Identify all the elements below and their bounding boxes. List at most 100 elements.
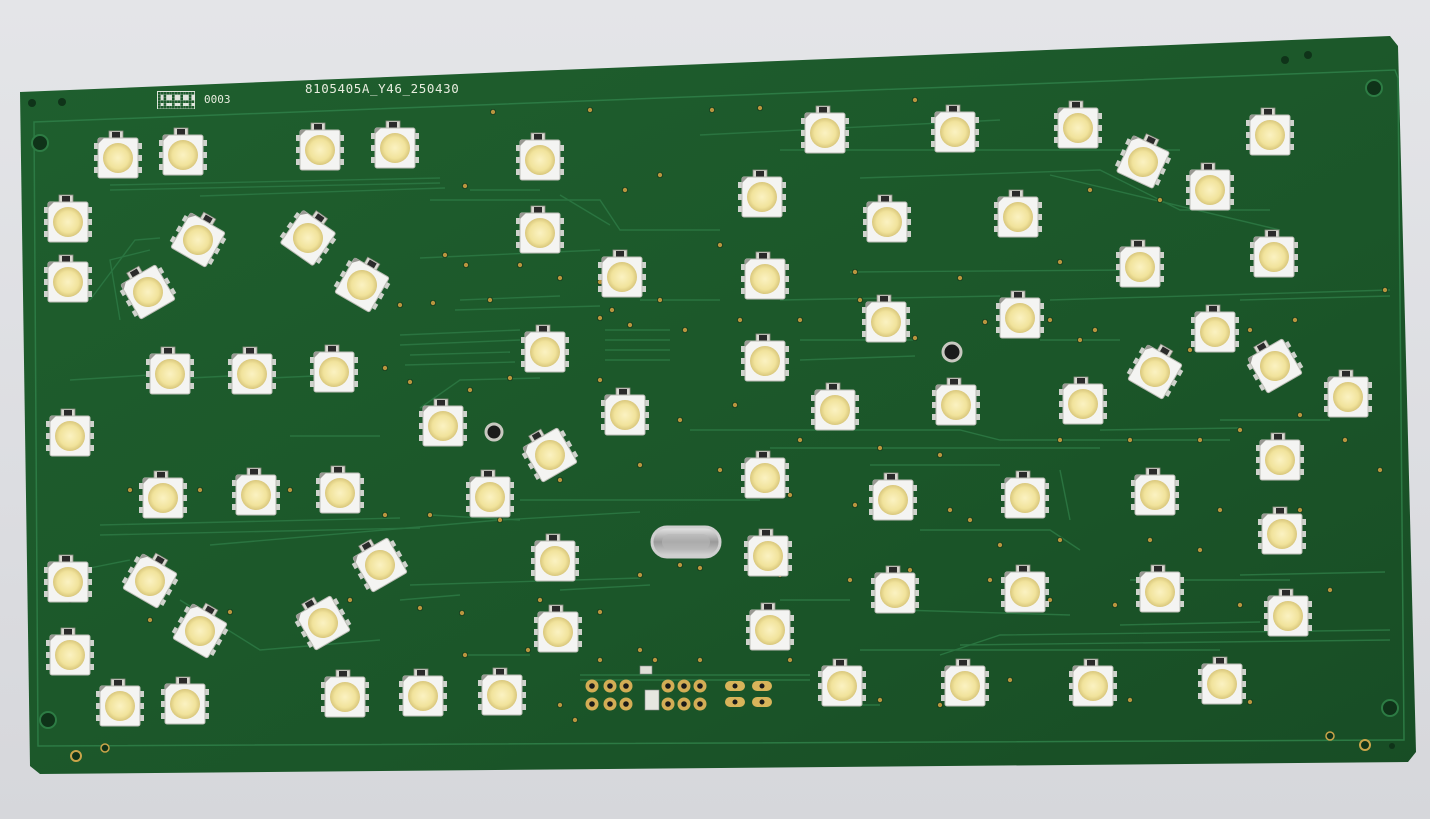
- led-polarity-mark: [163, 135, 169, 141]
- led-polarity-mark: [50, 635, 56, 641]
- led-pad: [1288, 144, 1294, 150]
- smd-led: [818, 658, 866, 707]
- resistor-body: [552, 606, 560, 612]
- led-pad: [871, 578, 877, 584]
- via: [441, 251, 448, 258]
- led-polarity-mark: [1058, 108, 1064, 114]
- resistor-body: [759, 253, 767, 259]
- led-pad: [44, 591, 50, 597]
- led-pad: [1306, 601, 1312, 607]
- led-pad: [1366, 394, 1372, 400]
- led-pad: [643, 424, 649, 430]
- led-polarity-mark: [867, 202, 873, 208]
- led-lens: [530, 337, 560, 367]
- led-polarity-mark: [742, 177, 748, 183]
- smd-led: [1131, 467, 1179, 516]
- led-pad: [1178, 601, 1184, 607]
- resistor-body: [756, 171, 764, 177]
- pcb-board: [20, 36, 1416, 774]
- led-pad: [86, 231, 92, 237]
- datamatrix-cell: [183, 106, 186, 109]
- resistor-body: [328, 346, 336, 352]
- led-lens: [871, 307, 901, 337]
- led-polarity-mark: [1073, 666, 1079, 672]
- resistor-body: [496, 669, 504, 675]
- led-pad: [904, 307, 910, 313]
- board-frame: [33, 69, 1405, 747]
- datamatrix-cell: [163, 106, 167, 109]
- led-pad: [1043, 495, 1049, 501]
- led-polarity-mark: [866, 302, 872, 308]
- trace: [1059, 469, 1071, 521]
- resistor-body: [334, 467, 342, 473]
- via: [196, 486, 203, 493]
- via: [1047, 316, 1054, 323]
- resistor-body: [949, 106, 957, 112]
- via: [557, 476, 564, 483]
- led-pad: [783, 370, 789, 376]
- via: [682, 326, 689, 333]
- led-polarity-mark: [150, 354, 156, 360]
- led-pad: [46, 433, 52, 439]
- resistor-body: [819, 107, 827, 113]
- led-pad: [321, 706, 327, 712]
- led-pad: [94, 167, 100, 173]
- via: [496, 517, 503, 524]
- led-lens: [525, 145, 555, 175]
- led-pad: [744, 541, 750, 547]
- led-pad: [780, 182, 786, 188]
- resistor-body: [154, 555, 165, 565]
- led-pad: [1250, 242, 1256, 248]
- led-pad: [811, 395, 817, 401]
- led-polarity-mark: [232, 354, 238, 360]
- resistor-body: [1282, 590, 1290, 596]
- datamatrix-cell: [163, 97, 167, 101]
- led-pad: [1191, 317, 1197, 323]
- via: [1327, 587, 1334, 594]
- via: [1092, 326, 1099, 333]
- datamatrix-cell: [166, 106, 169, 109]
- smd-led: [294, 595, 352, 651]
- via: [677, 416, 684, 423]
- trace: [1049, 289, 1391, 301]
- led-lens: [1259, 242, 1289, 272]
- led-pad: [788, 615, 794, 621]
- via: [381, 512, 388, 519]
- led-pad: [1324, 382, 1330, 388]
- led-pad: [516, 157, 522, 163]
- led-pad: [983, 695, 989, 701]
- led-pad: [270, 359, 276, 365]
- led-pad: [741, 288, 747, 294]
- led-pad: [1054, 125, 1060, 131]
- smd-led: [1250, 229, 1298, 278]
- via: [461, 182, 468, 189]
- via: [1247, 699, 1254, 706]
- led-pad: [296, 135, 302, 141]
- serial-label: 0003: [204, 93, 231, 106]
- led-pad: [94, 143, 100, 149]
- led-pad: [744, 553, 750, 559]
- led-pad: [573, 546, 579, 552]
- led-pad: [871, 602, 877, 608]
- led-pad: [1001, 483, 1007, 489]
- smd-led: [46, 627, 94, 676]
- led-polarity-mark: [605, 395, 611, 401]
- led-pad: [843, 130, 849, 136]
- datamatrix-cell: [169, 100, 172, 103]
- led-lens: [525, 218, 555, 248]
- led-pad: [801, 118, 807, 124]
- led-polarity-mark: [822, 666, 828, 672]
- via: [637, 647, 644, 654]
- led-lens: [753, 541, 783, 571]
- led-pad: [441, 705, 447, 711]
- led-pad: [741, 370, 747, 376]
- led-polarity-mark: [300, 130, 306, 136]
- smd-led: [1264, 588, 1312, 637]
- resistor-body: [339, 671, 347, 677]
- led-pad: [1366, 406, 1372, 412]
- led-pad: [520, 692, 526, 698]
- smd-led: [801, 105, 849, 154]
- led-pad: [1059, 413, 1065, 419]
- header-hole: [697, 683, 703, 689]
- resistor-body: [1014, 292, 1022, 298]
